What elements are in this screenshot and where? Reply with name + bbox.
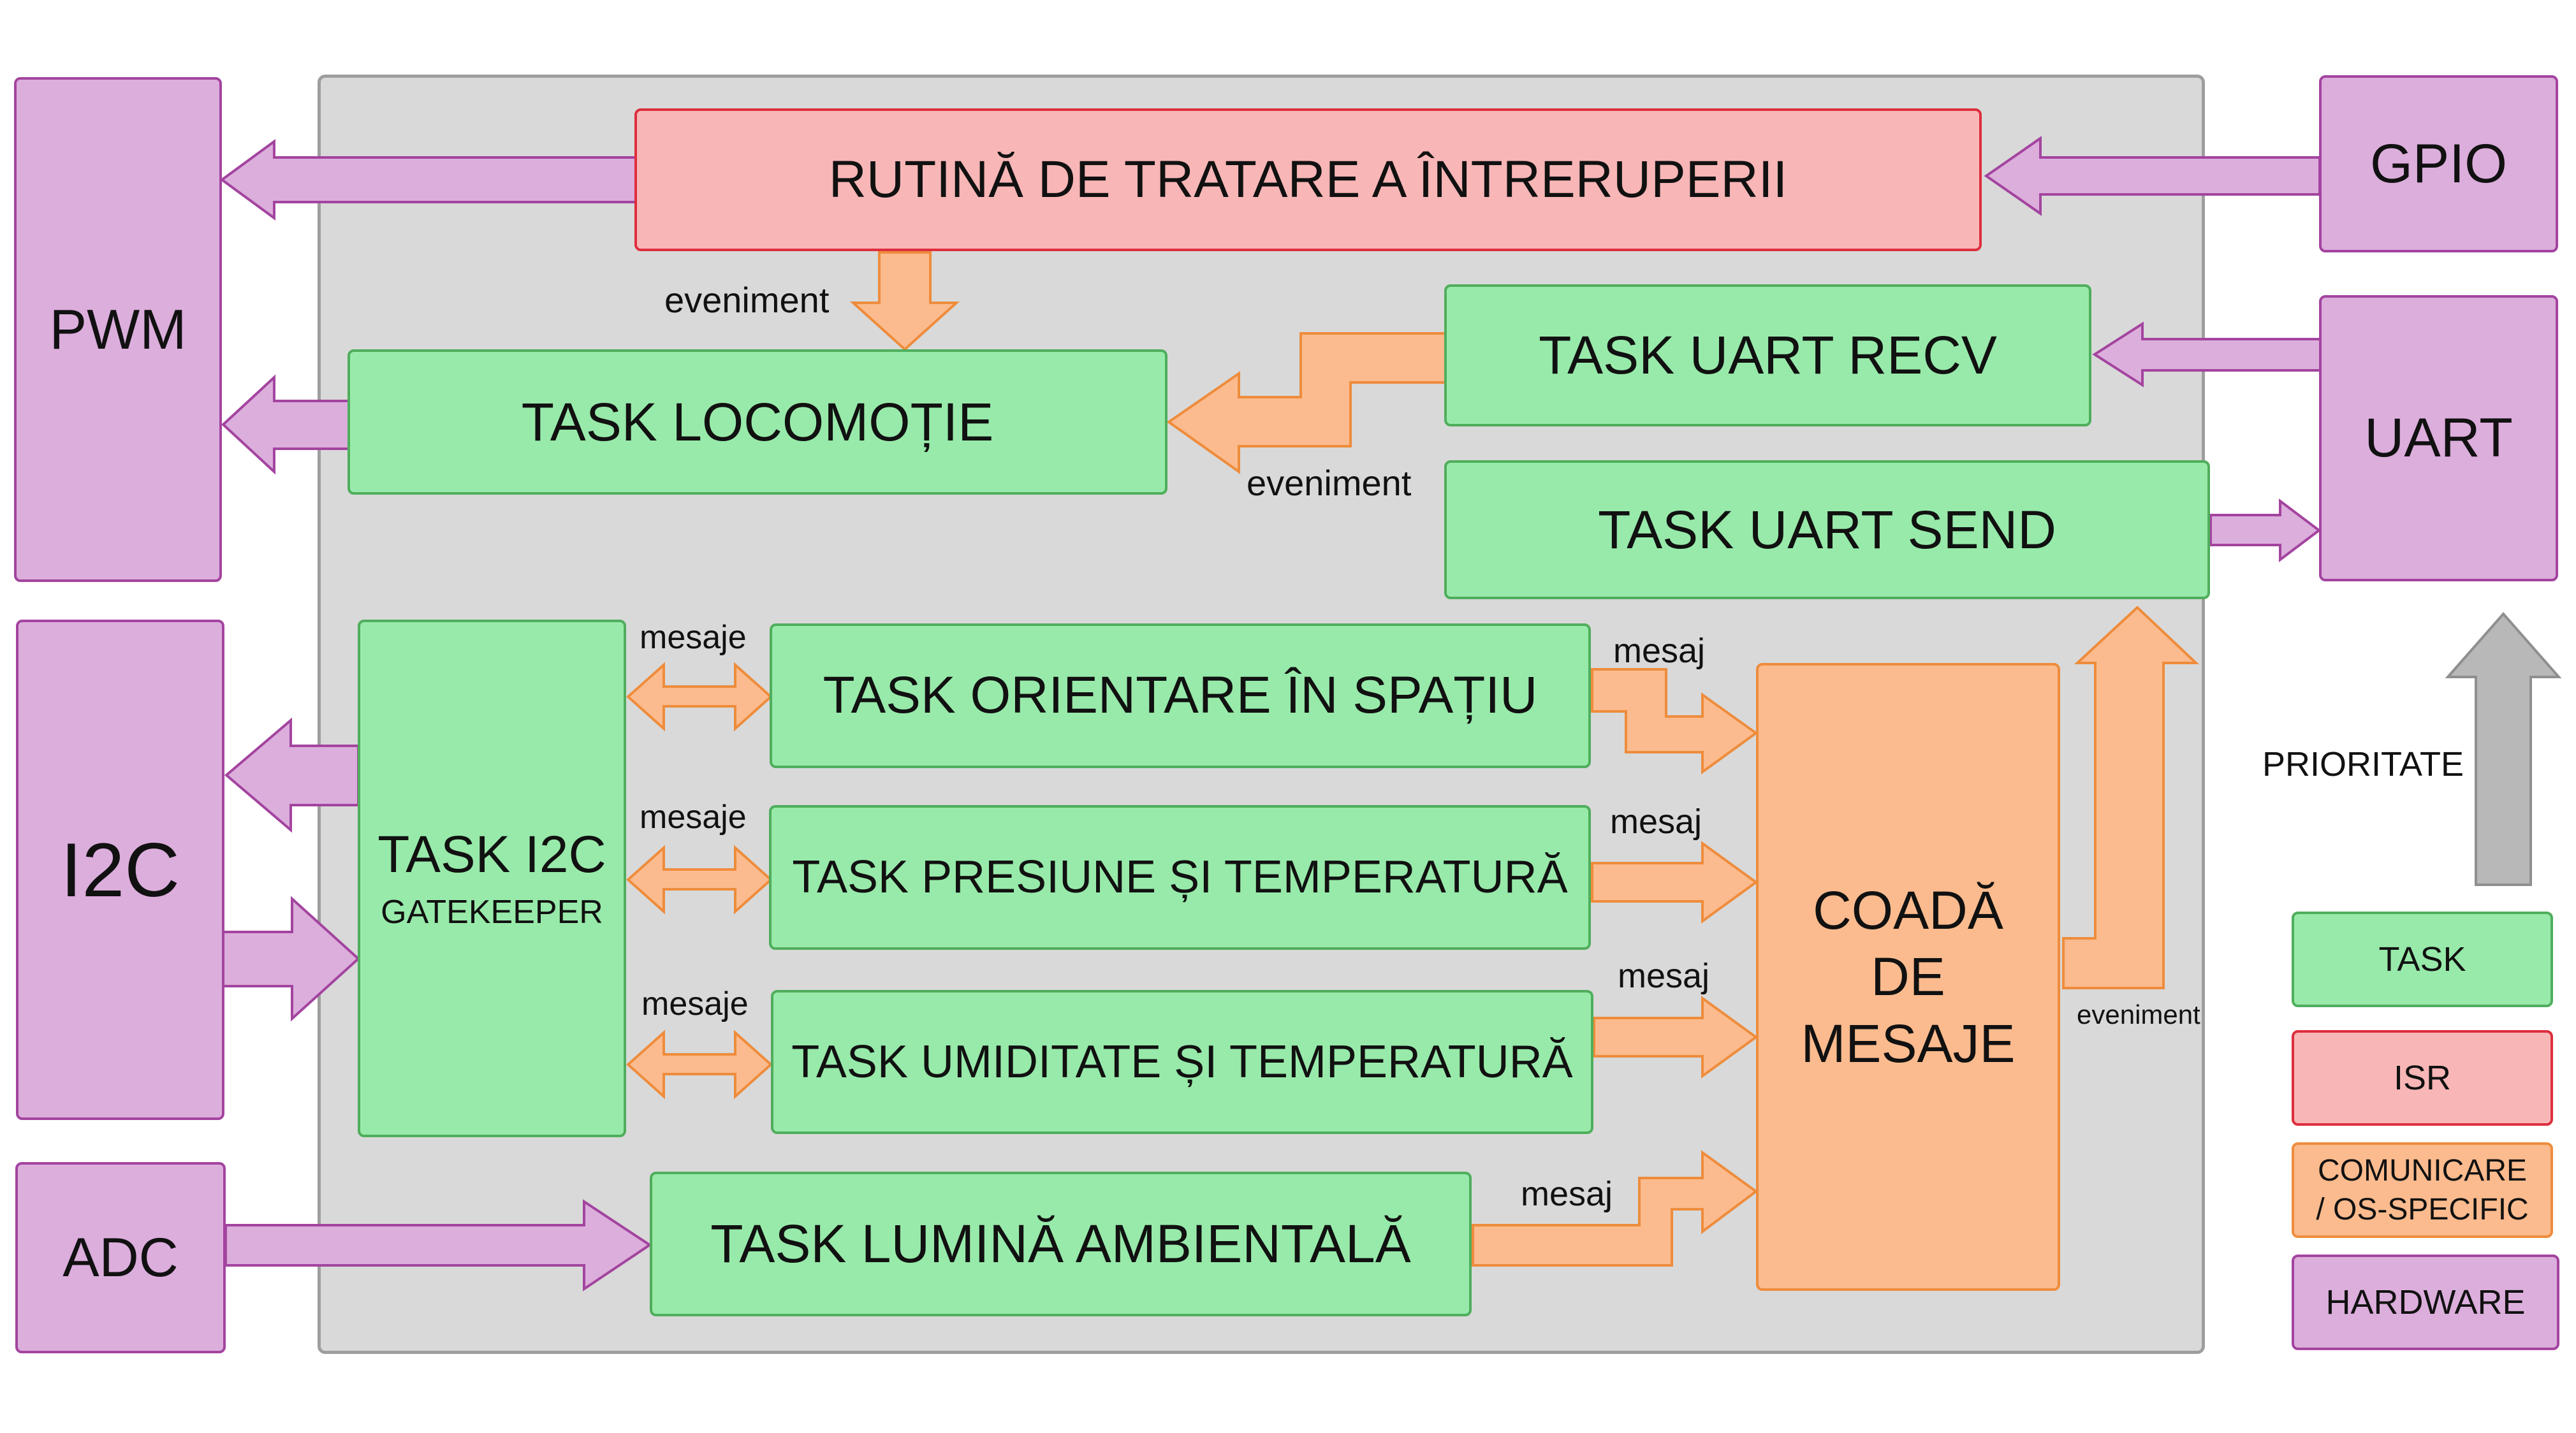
uart-label: UART xyxy=(2364,407,2513,469)
double-arrow-presiune xyxy=(626,845,773,915)
double-arrow-umiditate xyxy=(626,1029,773,1100)
task-uart-send-label: TASK UART SEND xyxy=(1598,499,2056,560)
task-i2c-gatekeeper: TASK I2C GATEKEEPER xyxy=(358,620,626,1137)
label-mesaj-presiune: mesaj xyxy=(1610,803,1702,841)
legend-hardware: HARDWARE xyxy=(2292,1255,2559,1350)
arrow-lumina-to-queue xyxy=(1472,1150,1759,1267)
task-lumina-label: TASK LUMINĂ AMBIENTALĂ xyxy=(710,1214,1411,1274)
message-queue: COADĂ DE MESAJE xyxy=(1756,663,2060,1291)
queue-line-2: DE xyxy=(1871,947,1945,1007)
priority-arrow xyxy=(2445,611,2562,886)
task-umiditate-label: TASK UMIDITATE ȘI TEMPERATURĂ xyxy=(791,1036,1573,1087)
arrow-i2c-gatekeeper-to-i2c xyxy=(224,717,360,833)
arrow-locomotie-to-pwm xyxy=(221,374,351,475)
legend-isr: ISR xyxy=(2292,1030,2553,1126)
legend-task-label: TASK xyxy=(2378,940,2466,978)
legend-comm-line-2: / OS-SPECIFIC xyxy=(2316,1193,2529,1226)
arrow-umiditate-to-queue xyxy=(1593,996,1759,1079)
i2c-box: I2C xyxy=(16,620,224,1120)
task-i2c-title: TASK I2C xyxy=(377,825,606,884)
label-mesaje-presiune: mesaje xyxy=(640,799,747,836)
task-locomotie: TASK LOCOMOȚIE xyxy=(348,349,1167,495)
isr-box: RUTINĂ DE TRATARE A ÎNTRERUPERII xyxy=(634,108,1982,251)
arrow-orientare-to-queue xyxy=(1591,668,1759,775)
task-uart-recv-label: TASK UART RECV xyxy=(1539,325,1997,386)
task-umiditate: TASK UMIDITATE ȘI TEMPERATURĂ xyxy=(771,990,1593,1134)
arrow-recv-event-to-locomotie xyxy=(1166,332,1447,474)
arrow-adc-to-lumina xyxy=(224,1199,652,1291)
queue-line-1: COADĂ xyxy=(1813,880,2003,940)
pwm-box: PWM xyxy=(14,77,222,582)
arrow-isr-event-to-locomotie xyxy=(849,251,960,351)
i2c-label: I2C xyxy=(61,827,180,913)
legend-isr-label: ISR xyxy=(2393,1058,2452,1097)
isr-title: RUTINĂ DE TRATARE A ÎNTRERUPERII xyxy=(828,150,1788,208)
adc-box: ADC xyxy=(15,1162,226,1353)
legend-comm-line-1: COMUNICARE xyxy=(2317,1153,2527,1188)
label-mesaj-umiditate: mesaj xyxy=(1618,957,1710,995)
gpio-box: GPIO xyxy=(2319,75,2558,252)
arrow-i2c-to-gatekeeper xyxy=(222,896,360,1022)
label-mesaje-umiditate: mesaje xyxy=(641,986,749,1022)
label-mesaj-orientare: mesaj xyxy=(1613,632,1706,670)
arrow-presiune-to-queue xyxy=(1591,841,1759,924)
label-eveniment-uart: eveniment xyxy=(1247,463,1412,503)
task-uart-recv: TASK UART RECV xyxy=(1444,284,2091,426)
arrow-isr-to-pwm xyxy=(219,139,639,221)
arrow-send-to-uart xyxy=(2209,498,2322,563)
double-arrow-orientare xyxy=(626,662,773,732)
task-presiune: TASK PRESIUNE ȘI TEMPERATURĂ xyxy=(769,805,1591,950)
task-lumina: TASK LUMINĂ AMBIENTALĂ xyxy=(650,1172,1472,1316)
adc-label: ADC xyxy=(62,1226,179,1288)
label-mesaj-lumina: mesaj xyxy=(1521,1175,1613,1213)
task-i2c-subtitle: GATEKEEPER xyxy=(381,894,603,931)
gpio-label: GPIO xyxy=(2369,133,2508,194)
label-eveniment-isr: eveniment xyxy=(664,280,830,320)
arrow-queue-event-to-send xyxy=(2062,606,2200,989)
task-orientare-label: TASK ORIENTARE ÎN SPAȚIU xyxy=(823,666,1538,725)
task-uart-send: TASK UART SEND xyxy=(1444,460,2210,599)
uart-box: UART xyxy=(2319,295,2558,581)
task-locomotie-label: TASK LOCOMOȚIE xyxy=(521,391,994,452)
legend-comm: COMUNICARE / OS-SPECIFIC xyxy=(2292,1142,2553,1238)
task-orientare: TASK ORIENTARE ÎN SPAȚIU xyxy=(770,623,1591,768)
pwm-label: PWM xyxy=(49,298,187,361)
label-mesaje-orientare: mesaje xyxy=(640,619,747,656)
task-presiune-label: TASK PRESIUNE ȘI TEMPERATURĂ xyxy=(792,852,1568,903)
arrow-uart-to-recv xyxy=(2092,321,2322,388)
queue-line-3: MESAJE xyxy=(1801,1013,2016,1073)
legend-task: TASK xyxy=(2292,912,2553,1007)
arrow-gpio-to-isr xyxy=(1984,136,2321,216)
label-eveniment-queue: eveniment xyxy=(2077,1000,2200,1029)
legend-hardware-label: HARDWARE xyxy=(2325,1283,2526,1321)
priority-label: PRIORITATE xyxy=(2262,745,2464,783)
